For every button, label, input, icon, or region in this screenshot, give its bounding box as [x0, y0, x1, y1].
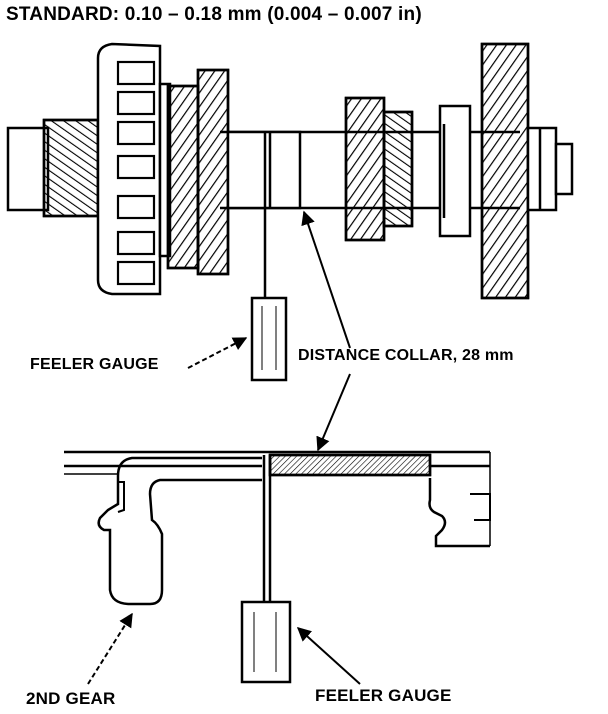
distance-collar-label: DISTANCE COLLAR, 28 mm	[298, 347, 514, 364]
feeler-gauge-bottom-arrow	[296, 627, 361, 685]
feeler-gauge-bottom-label: FEELER GAUGE	[315, 686, 452, 705]
standard-clearance-spec: STANDARD: 0.10 – 0.18 mm (0.004 – 0.007 …	[6, 4, 422, 25]
feeler-gauge-top-arrow	[187, 337, 248, 369]
feeler-gauge-top	[250, 132, 288, 382]
feeler-gauge-bottom	[240, 455, 292, 684]
second-gear-label: 2ND GEAR	[26, 689, 116, 708]
distance-collar-arrow-down	[316, 373, 351, 452]
cross-section	[64, 450, 491, 606]
second-gear-arrow	[87, 612, 133, 685]
feeler-gauge-top-label: FEELER GAUGE	[30, 356, 159, 373]
hub-slots	[116, 60, 156, 286]
distance-collar-arrow-up	[301, 210, 351, 349]
shaft-assembly	[6, 42, 574, 300]
